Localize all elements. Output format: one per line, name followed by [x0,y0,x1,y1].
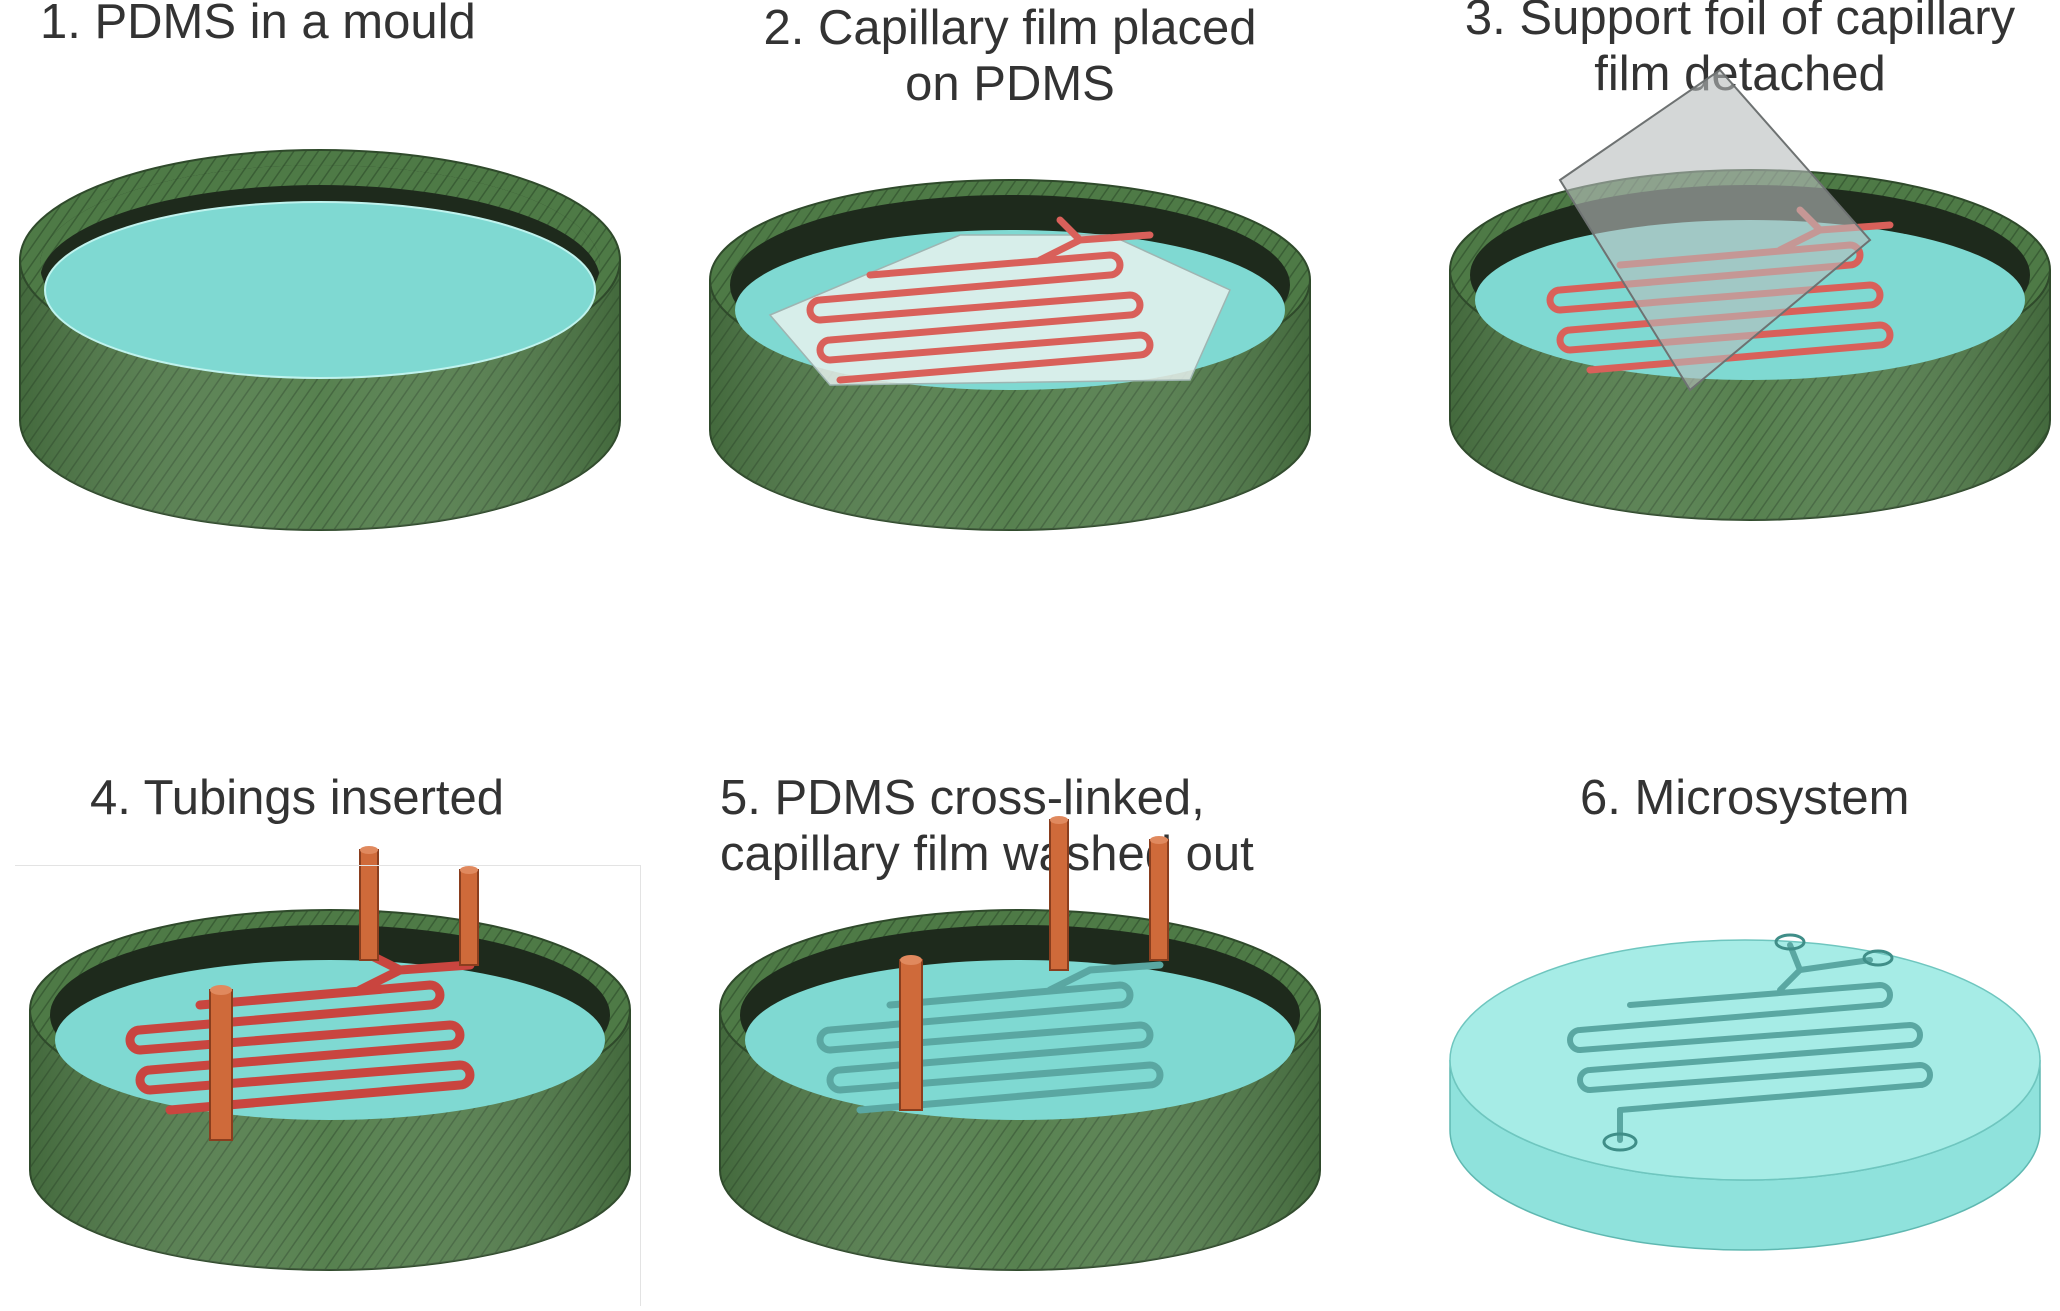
mould-icon [19,149,621,531]
step-2-label-line-1: 2. Capillary film placed [763,1,1257,55]
capillary-channel-icon [816,961,1164,1114]
step-4-label: 4. Tubings inserted [90,770,504,826]
step-2-label: 2. Capillary film placed on PDMS [720,0,1300,112]
tubing-icon [899,816,1169,1111]
tubing-icon [209,846,479,1141]
step-6-label: 6. Microsystem [1580,770,1909,826]
step-1-label-line-1: 1. PDMS in a mould [40,0,476,49]
port-icon [1602,933,1894,1152]
mould-icon [719,816,1321,1271]
step-5-label-line-2: capillary film washed out [720,827,1254,881]
capillary-channel-icon [1567,942,1933,1143]
step-5-label-line-1: 5. PDMS cross-linked, [720,771,1205,825]
step-5-label: 5. PDMS cross-linked, capillary film was… [720,770,1280,882]
panel-4-frame [15,865,641,1306]
step-1-label: 1. PDMS in a mould [40,0,476,50]
step-6-label-line-1: 6. Microsystem [1580,771,1910,825]
step-3-label: 3. Support foil of capillary film detach… [1440,0,2040,102]
support-foil-icon [1558,68,1872,392]
pdms-layer-icon [45,202,595,378]
microsystem-icon [1449,933,2041,1251]
step-4-label-line-1: 4. Tubings inserted [90,771,505,825]
mould-icon [709,179,1311,531]
mould-icon [1449,68,2051,521]
capillary-channel-icon [806,216,1154,384]
mould-icon [29,846,631,1271]
step-2-label-line-2: on PDMS [905,57,1115,111]
capillary-channel-icon [125,950,475,1115]
step-3-label-line-1: 3. Support foil of capillary [1464,0,2016,45]
